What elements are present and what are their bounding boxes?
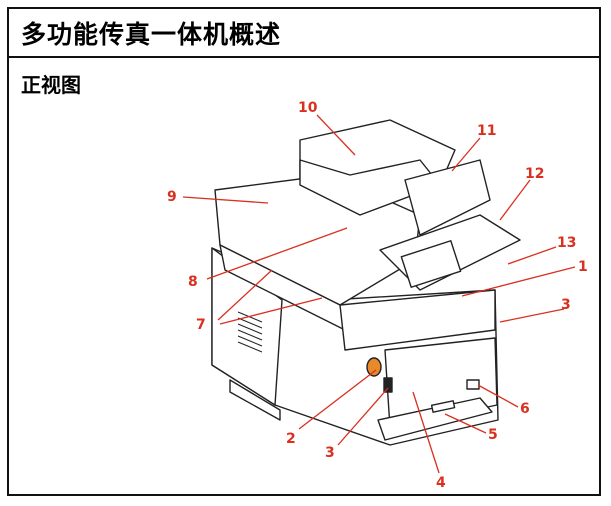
callout-4: 4 (436, 475, 446, 491)
lcd-screen (400, 240, 462, 288)
leader-3b (337, 387, 389, 446)
callout-3b: 3 (325, 445, 335, 461)
leader-1 (461, 266, 576, 297)
callout-8: 8 (188, 274, 198, 290)
callout-11: 11 (477, 123, 496, 139)
leader-9 (182, 196, 269, 204)
callout-12: 12 (525, 166, 544, 182)
leader-5 (444, 413, 487, 434)
section-heading: 正视图 (21, 73, 81, 97)
tray-handle (430, 400, 456, 413)
leader-2 (298, 369, 377, 430)
page-title: 多功能传真一体机概述 (21, 20, 282, 49)
callout-5: 5 (488, 427, 498, 443)
leader-13 (507, 246, 557, 265)
title-divider (9, 56, 599, 58)
callout-10: 10 (298, 100, 318, 116)
leader-10 (316, 114, 356, 156)
callout-6: 6 (520, 401, 530, 417)
leader-4 (412, 391, 440, 474)
callout-13: 13 (557, 235, 576, 251)
front-latch (383, 377, 393, 393)
power-switch (366, 357, 382, 377)
paper-level-indicator (466, 379, 480, 390)
leader-8 (206, 227, 348, 280)
callout-2: 2 (286, 431, 296, 447)
leader-7b (219, 297, 323, 325)
callout-7: 7 (196, 317, 206, 333)
output-bay (339, 289, 496, 351)
callout-3a: 3 (561, 297, 571, 313)
leader-12 (499, 179, 531, 221)
callout-9: 9 (167, 189, 177, 205)
leader-7a (217, 269, 273, 321)
leader-6 (477, 384, 519, 408)
callout-1: 1 (578, 259, 588, 275)
leader-11 (451, 137, 481, 172)
cabinet-base (229, 379, 281, 421)
leader-3a (499, 308, 565, 323)
